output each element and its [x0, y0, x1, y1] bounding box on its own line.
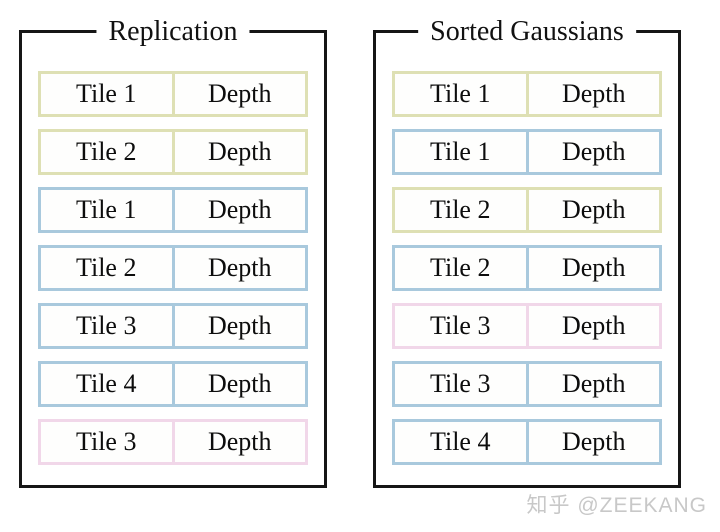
tile-cell: Tile 1 — [395, 74, 526, 114]
depth-cell: Depth — [174, 306, 305, 346]
tile-cell: Tile 1 — [41, 190, 172, 230]
tile-cell: Tile 3 — [41, 306, 172, 346]
depth-cell: Depth — [174, 74, 305, 114]
tile-cell: Tile 4 — [395, 422, 526, 462]
depth-cell: Depth — [174, 248, 305, 288]
depth-cell: Depth — [528, 364, 659, 404]
depth-cell: Depth — [528, 306, 659, 346]
depth-cell: Depth — [528, 190, 659, 230]
tile-cell: Tile 3 — [395, 364, 526, 404]
depth-cell: Depth — [528, 132, 659, 172]
panel-title-sorted-gaussians: Sorted Gaussians — [418, 16, 636, 48]
tile-cell: Tile 1 — [41, 74, 172, 114]
depth-cell: Depth — [174, 132, 305, 172]
tile-cell: Tile 3 — [41, 422, 172, 462]
tile-cell: Tile 2 — [41, 132, 172, 172]
tile-cell: Tile 2 — [395, 248, 526, 288]
depth-cell: Depth — [528, 422, 659, 462]
depth-cell: Depth — [528, 248, 659, 288]
panel-title-replication: Replication — [96, 16, 250, 48]
depth-cell: Depth — [174, 364, 305, 404]
tile-cell: Tile 2 — [41, 248, 172, 288]
tile-cell: Tile 3 — [395, 306, 526, 346]
depth-cell: Depth — [174, 190, 305, 230]
tile-cell: Tile 4 — [41, 364, 172, 404]
watermark: 知乎 @ZEEKANG — [526, 494, 707, 517]
depth-cell: Depth — [174, 422, 305, 462]
tile-cell: Tile 2 — [395, 190, 526, 230]
tile-cell: Tile 1 — [395, 132, 526, 172]
depth-cell: Depth — [528, 74, 659, 114]
